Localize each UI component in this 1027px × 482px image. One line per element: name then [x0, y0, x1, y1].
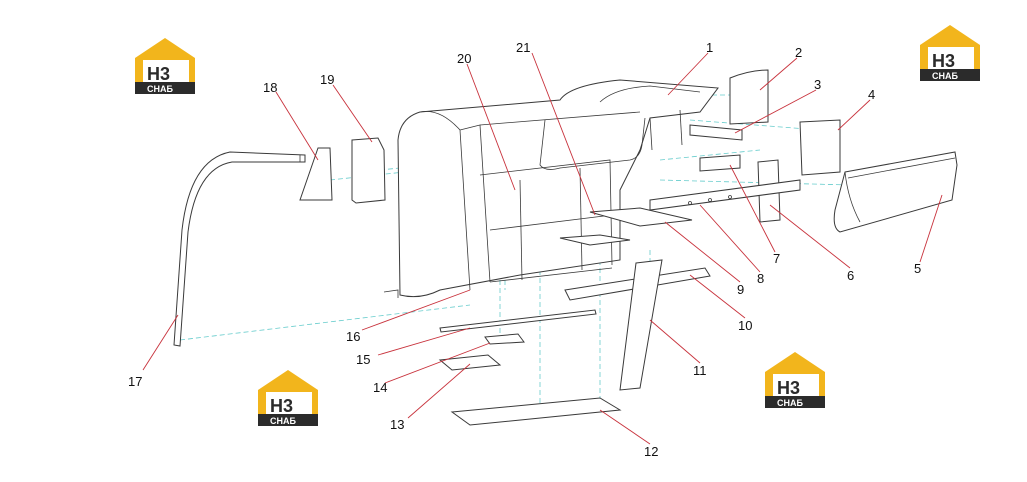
- logo-mark: H3: [932, 51, 955, 71]
- callout-1: 1: [706, 40, 713, 55]
- callout-10: 10: [738, 318, 752, 333]
- callout-11: 11: [693, 363, 707, 378]
- watermark-logo-bottom-left: H3 СНАБ: [258, 370, 318, 426]
- callout-3: 3: [814, 77, 821, 92]
- part-4-panel: [799, 119, 841, 176]
- watermark-logo-top-right: H3 СНАБ: [920, 25, 980, 81]
- callout-13: 13: [390, 417, 404, 432]
- part-2-corner-panel: [729, 69, 769, 125]
- part-11-plate: [619, 259, 663, 391]
- part-14-bracket: [484, 333, 525, 345]
- logo-mark: H3: [270, 396, 293, 416]
- callout-2: 2: [795, 45, 802, 60]
- callout-7: 7: [773, 251, 780, 266]
- logo-sub: СНАБ: [147, 84, 173, 94]
- part-step-upper: [589, 207, 693, 227]
- logo-sub: СНАБ: [777, 398, 803, 408]
- part-3-strip: [689, 124, 743, 141]
- callout-6: 6: [847, 268, 854, 283]
- part-7-block: [699, 154, 741, 172]
- logo-sub: СНАБ: [932, 71, 958, 81]
- leader-lines: [142, 52, 943, 445]
- callout-4: 4: [868, 87, 875, 102]
- part-15-strip: [439, 309, 597, 333]
- main-frame-body: [383, 79, 719, 298]
- watermark-logo-top-left: H3 СНАБ: [135, 38, 195, 94]
- part-step-lower: [559, 234, 631, 246]
- callout-21: 21: [516, 40, 530, 55]
- callout-9: 9: [737, 282, 744, 297]
- part-8-rail: [649, 179, 801, 211]
- callout-14: 14: [373, 380, 387, 395]
- logo-sub: СНАБ: [270, 416, 296, 426]
- part-17-curved-strip: [173, 151, 306, 347]
- callout-17: 17: [128, 374, 142, 389]
- callout-5: 5: [914, 261, 921, 276]
- callout-16: 16: [346, 329, 360, 344]
- callout-labels: 1 2 3 4 5 6 7 8 9 10 11 12 13 14 15 16 1…: [128, 40, 921, 459]
- part-12-floor-plate: [450, 397, 622, 426]
- part-13-plate: [438, 354, 502, 371]
- watermark-logo-bottom-right: H3 СНАБ: [765, 352, 825, 408]
- callout-15: 15: [356, 352, 370, 367]
- part-18-side-panel: [299, 147, 333, 201]
- logo-mark: H3: [777, 378, 800, 398]
- callout-19: 19: [320, 72, 334, 87]
- callout-18: 18: [263, 80, 277, 95]
- callout-8: 8: [757, 271, 764, 286]
- part-19-side-panel: [351, 137, 386, 204]
- logo-mark: H3: [147, 64, 170, 84]
- callout-12: 12: [644, 444, 658, 459]
- callout-20: 20: [457, 51, 471, 66]
- part-5-curved-cover: [833, 151, 958, 233]
